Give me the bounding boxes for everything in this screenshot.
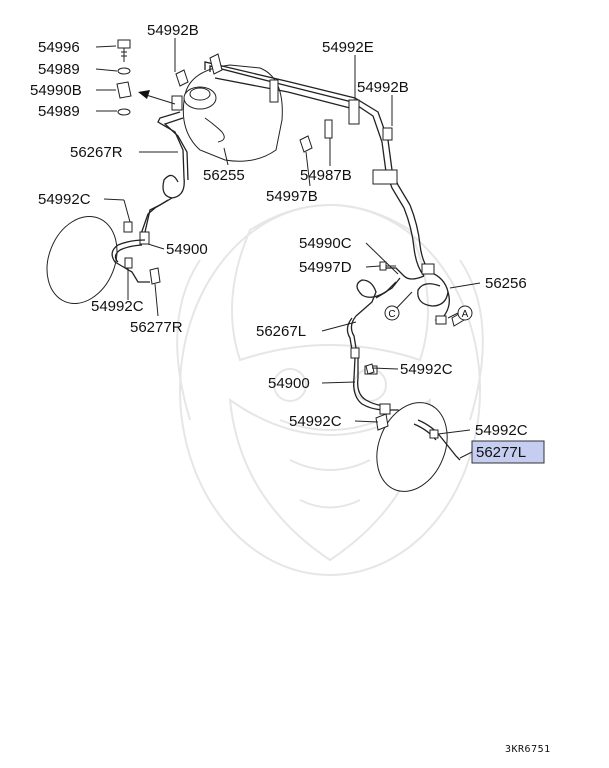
upper-brake-pipes[interactable] [175,53,431,277]
bolt-54996[interactable] [117,39,131,62]
watermark-emblem [176,204,484,576]
label-54987B[interactable]: 54987B [300,167,352,184]
label-54992C-right[interactable]: 54992C [475,422,528,439]
label-56256[interactable]: 56256 [485,275,527,292]
right-caliper-hose-56277L[interactable] [375,413,461,461]
label-56277R[interactable]: 56277R [130,319,183,336]
clip-54992C-mid[interactable] [365,363,375,375]
bracket-54990B[interactable] [116,81,132,99]
hydraulic-unit[interactable] [171,64,283,162]
diagram-code: 3KR6751 [505,744,551,755]
left-brake-pipe-56267R[interactable] [123,111,189,245]
label-54992C-left-bottom[interactable]: 54992C [91,298,144,315]
washer-54989-lower[interactable] [117,108,131,116]
label-54989-lower[interactable]: 54989 [38,103,80,120]
left-wheel-disc [46,215,118,305]
label-54990B[interactable]: 54990B [30,82,82,99]
label-54900-left[interactable]: 54900 [166,241,208,258]
marker-c: C [384,305,400,321]
svg-text:56277L: 56277L [476,444,526,461]
label-54992C-left-top[interactable]: 54992C [38,191,91,208]
label-54900-mid[interactable]: 54900 [268,375,310,392]
label-54989-upper[interactable]: 54989 [38,61,80,78]
label-56267R[interactable]: 56267R [70,144,123,161]
right-brake-pipe-56267L[interactable] [346,277,401,359]
label-54996[interactable]: 54996 [38,39,80,56]
label-54992C-lower[interactable]: 54992C [289,413,342,430]
label-54990C[interactable]: 54990C [299,235,352,252]
label-56255[interactable]: 56255 [203,167,245,184]
highlighted-part-56277L[interactable]: 56277L [471,440,545,464]
label-54992C-mid[interactable]: 54992C [400,361,453,378]
direction-arrow [138,90,176,105]
part-labels: 54996 54989 54990B 54989 54992B 54992E 5… [30,22,528,439]
label-56267L[interactable]: 56267L [256,323,306,340]
label-54992E[interactable]: 54992E [322,39,374,56]
bolt-54997D[interactable] [379,261,396,271]
label-54997B[interactable]: 54997B [266,188,318,205]
svg-text:A: A [462,309,469,320]
left-caliper-hose[interactable] [111,239,161,285]
leader-lines [95,38,481,459]
right-wheel-disc [376,402,448,492]
label-54997D[interactable]: 54997D [299,259,352,276]
marker-a: A [457,305,473,321]
washer-54989-upper[interactable] [117,67,131,75]
label-54992B-right[interactable]: 54992B [357,79,409,96]
label-54992B-top[interactable]: 54992B [147,22,199,39]
svg-text:C: C [388,309,395,320]
